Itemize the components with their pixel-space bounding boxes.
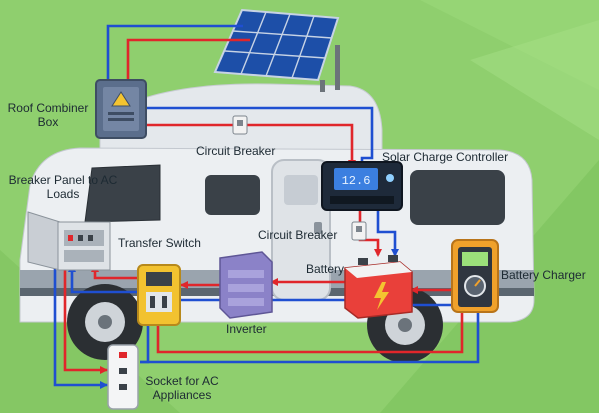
wire-panel-socket-negative (53, 265, 108, 387)
label-circuit-breaker-mid: Circuit Breaker (258, 228, 337, 242)
circuit-breaker-mid (351, 221, 367, 241)
wire-combiner-controller-positive (145, 123, 354, 168)
controller-display: 12.6 (342, 174, 371, 188)
battery-text: Battery (306, 262, 345, 276)
wire-charger-loop-negative (140, 312, 480, 364)
label-socket: Socket for AC Appliances (140, 374, 224, 402)
breaker-panel-text: Breaker Panel to AC Loads (8, 173, 118, 201)
label-battery: Battery (306, 262, 344, 276)
roof-combiner-box-text: Roof Combiner Box (7, 101, 89, 129)
wire-transfer-panel-negative (70, 265, 138, 294)
transfer-switch-text: Transfer Switch (118, 236, 201, 250)
ac-socket-strip (107, 344, 139, 410)
label-roof-combiner-box: Roof Combiner Box (0, 101, 96, 129)
wire-controller-battery-negative (376, 205, 397, 255)
wire-charger-loop-positive (205, 312, 464, 354)
wire-solar-combiner-positive (126, 38, 250, 80)
wire-panel-socket-positive (63, 265, 108, 372)
warning-icon (111, 91, 131, 107)
wire-transfer-socket-positive (156, 325, 205, 354)
battery (344, 255, 413, 319)
solar-charge-controller-text: Solar Charge Controller (382, 150, 509, 164)
label-transfer-switch: Transfer Switch (118, 236, 201, 250)
lightning-icon (374, 282, 389, 310)
solar-panel (213, 8, 340, 92)
label-inverter: Inverter (226, 322, 267, 336)
label-circuit-breaker-top: Circuit Breaker (196, 144, 275, 158)
wire-solar-combiner-negative (106, 24, 243, 80)
breaker-panel (27, 211, 111, 271)
battery-charger-text: Battery Charger (501, 268, 586, 282)
wiring (53, 24, 480, 387)
label-breaker-panel: Breaker Panel to AC Loads (8, 173, 118, 201)
transfer-switch (137, 264, 181, 326)
circuit-breaker-mid-text: Circuit Breaker (258, 228, 338, 242)
socket-text: Socket for AC Appliances (145, 374, 219, 402)
inverter-text: Inverter (226, 322, 267, 336)
circuit-breaker-top-text: Circuit Breaker (196, 144, 276, 158)
roof-combiner-box (95, 79, 147, 139)
circuit-breaker-top (232, 115, 248, 135)
solar-charge-controller: 12.6 (321, 161, 403, 211)
label-solar-charge-controller: Solar Charge Controller (382, 150, 508, 164)
inverter (219, 251, 273, 319)
label-battery-charger: Battery Charger (501, 268, 586, 282)
battery-charger (451, 239, 499, 313)
